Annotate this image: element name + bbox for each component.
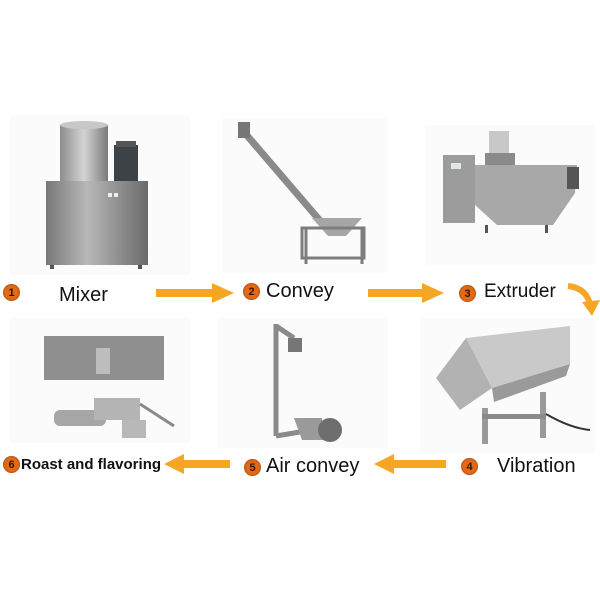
step-3-label: Extruder	[484, 281, 556, 302]
step-4-badge: 4	[461, 458, 478, 475]
vibrating-sieve-icon	[436, 326, 591, 444]
step-3-badge: 3	[459, 285, 476, 302]
arrow-left-icon	[374, 454, 446, 474]
step-1-badge: 1	[3, 284, 20, 301]
step-2-badge: 2	[243, 283, 260, 300]
convey-image-panel	[222, 118, 387, 273]
extruder-machine-icon	[443, 131, 579, 233]
step-2-label: Convey	[266, 280, 334, 302]
arrow-left-icon	[164, 454, 230, 474]
step-5-label: Air convey	[266, 455, 360, 477]
step-6-label: Roast and flavoring	[21, 456, 162, 473]
vibration-image-panel	[420, 318, 595, 453]
extruder-image-panel	[425, 125, 595, 265]
air-conveyor-icon	[273, 323, 342, 442]
step-1-label: Mixer	[59, 284, 108, 306]
arrow-right-icon	[156, 283, 234, 303]
mixer-machine-icon	[46, 121, 148, 269]
screw-conveyor-icon	[238, 122, 366, 264]
step-4-label: Vibration	[497, 455, 576, 477]
roaster-and-flavoring-line-icon	[44, 336, 175, 438]
roast-image-panel	[10, 318, 190, 443]
step-6-badge: 6	[3, 456, 20, 473]
step-5-badge: 5	[244, 459, 261, 476]
air-convey-image-panel	[218, 318, 388, 448]
curved-arrow-down-icon	[567, 283, 600, 316]
arrow-right-icon	[368, 283, 444, 303]
mixer-image-panel	[10, 115, 190, 275]
